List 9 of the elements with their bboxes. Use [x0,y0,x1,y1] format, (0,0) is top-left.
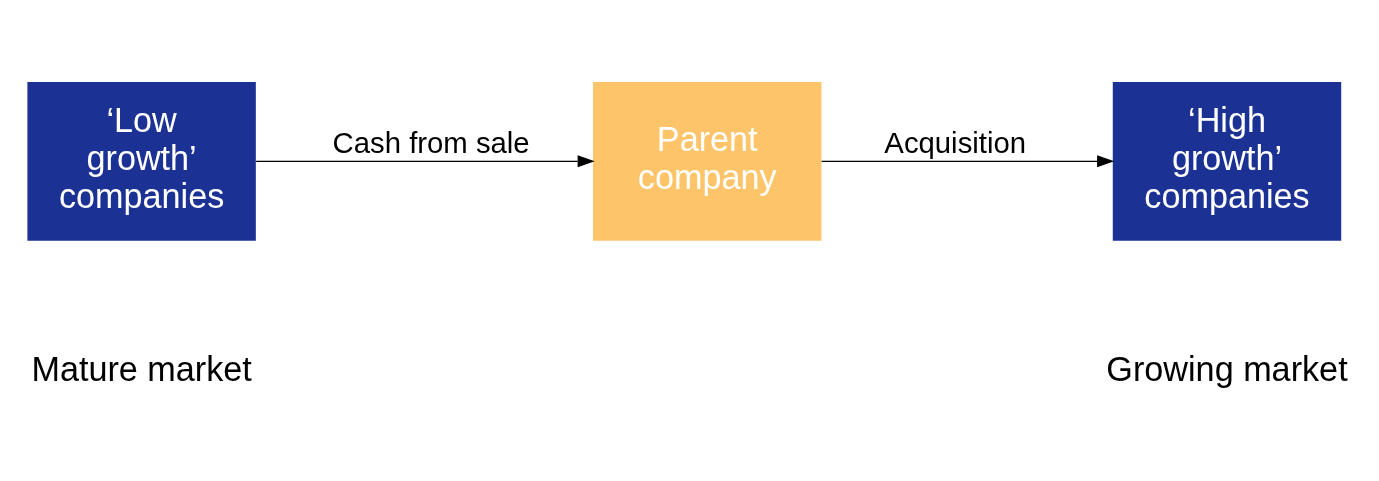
label: Mature market [31,349,252,388]
edge-label: Acquisition [884,125,1027,159]
edge-label: Cash from sale [332,125,530,159]
arrow [255,154,595,167]
node-box: ‘High growth’ companies [1112,81,1342,241]
arrow [821,154,1115,167]
label: Growing market [1106,349,1348,388]
node-box: ‘Low growth’ companies [27,81,256,241]
node-box: Parent company [593,81,822,241]
